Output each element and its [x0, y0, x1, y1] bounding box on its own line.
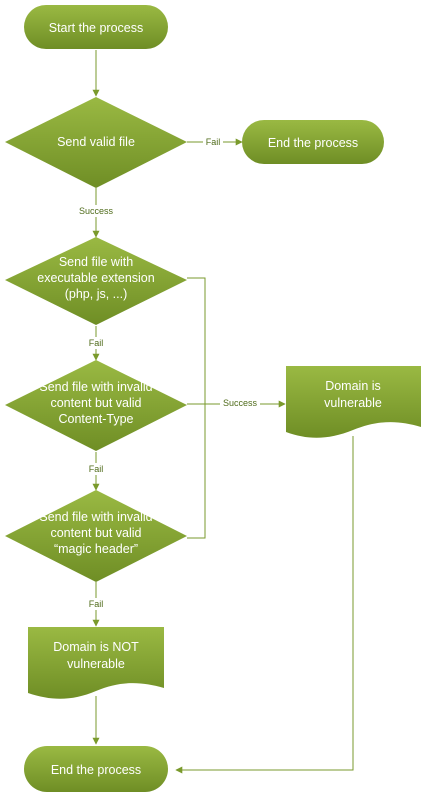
label-success-bus: Success — [223, 398, 258, 408]
node-exec-extension-line3: (php, js, ...) — [65, 287, 128, 301]
node-domain-not-vulnerable-line1: Domain is NOT — [53, 640, 139, 654]
edge-labels: Fail Success Fail Fail Fail Success — [76, 136, 260, 610]
node-magic-header: Send file with invalid content but valid… — [5, 490, 187, 582]
node-end-top: End the process — [242, 120, 384, 164]
label-success-valid-file: Success — [79, 206, 114, 216]
node-invalid-content-type-line3: Content-Type — [58, 412, 133, 426]
label-fail-invalid-ct: Fail — [89, 464, 104, 474]
edge-vulnerable-to-end — [175, 436, 354, 774]
node-magic-header-line1: Send file with invalid — [39, 510, 152, 524]
node-domain-not-vulnerable: Domain is NOT vulnerable — [28, 627, 164, 699]
node-domain-not-vulnerable-line2: vulnerable — [67, 657, 125, 671]
node-invalid-content-type-line2: content but valid — [50, 396, 141, 410]
node-send-valid-file-label: Send valid file — [57, 135, 135, 149]
node-exec-extension-line2: executable extension — [37, 271, 154, 285]
label-fail-magic: Fail — [89, 599, 104, 609]
node-send-valid-file: Send valid file — [5, 97, 187, 188]
label-fail-exec: Fail — [89, 338, 104, 348]
node-magic-header-line3: “magic header” — [54, 542, 138, 556]
node-domain-vulnerable-line2: vulnerable — [324, 396, 382, 410]
node-domain-vulnerable-line1: Domain is — [325, 379, 381, 393]
node-magic-header-line2: content but valid — [50, 526, 141, 540]
label-fail-valid-file: Fail — [206, 137, 221, 147]
node-domain-vulnerable: Domain is vulnerable — [286, 366, 421, 438]
node-start: Start the process — [24, 5, 168, 49]
node-invalid-content-type: Send file with invalid content but valid… — [5, 360, 187, 451]
node-invalid-content-type-line1: Send file with invalid — [39, 380, 152, 394]
node-exec-extension-line1: Send file with — [59, 255, 133, 269]
node-exec-extension: Send file with executable extension (php… — [5, 237, 187, 325]
node-end-top-label: End the process — [268, 136, 358, 150]
node-end-bottom: End the process — [24, 746, 168, 792]
node-start-label: Start the process — [49, 21, 144, 35]
edge-success-bus — [187, 277, 206, 539]
node-end-bottom-label: End the process — [51, 763, 141, 777]
